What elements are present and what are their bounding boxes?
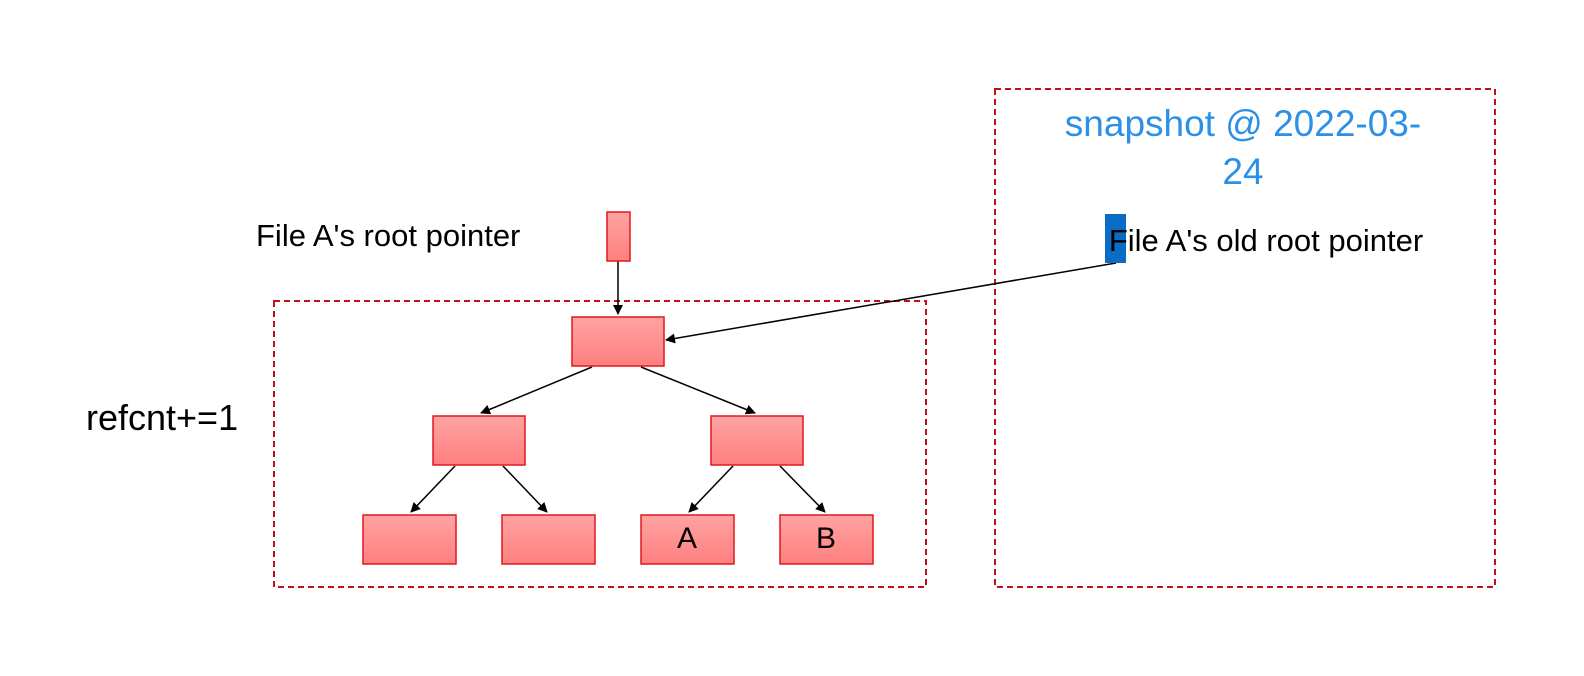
tree-root-node	[571, 316, 665, 367]
refcnt-label: refcnt+=1	[86, 397, 238, 438]
root-pointer-node	[606, 211, 631, 262]
edge-old-pointer-to-root	[665, 262, 1117, 344]
text-selection-highlight	[1105, 214, 1126, 263]
root-pointer-label: File A's root pointer	[256, 218, 520, 253]
tree-leaf-a	[640, 514, 735, 565]
tree-right-node	[710, 415, 804, 466]
edge-root-to-left	[480, 366, 593, 415]
snapshot-box	[994, 88, 1496, 588]
edge-left-to-leaf1	[410, 465, 456, 513]
edge-left-to-leaf2	[502, 465, 548, 513]
tree-leaf-2	[501, 514, 596, 565]
tree-left-node	[432, 415, 526, 466]
edge-right-to-leaf-a	[688, 465, 734, 513]
tree-leaf-b	[779, 514, 874, 565]
tree-leaf-1	[362, 514, 457, 565]
edge-right-to-leaf-b	[779, 465, 826, 513]
old-root-pointer-label: File A's old root pointer	[1109, 223, 1423, 258]
tree-group-box	[273, 300, 927, 588]
snapshot-title-line1: snapshot @ 2022-03-	[1065, 103, 1421, 144]
leaf-b-label: B	[816, 522, 836, 555]
leaf-a-label: A	[677, 522, 697, 555]
edge-root-to-right	[640, 366, 756, 415]
snapshot-title-line2: 24	[1222, 151, 1263, 192]
